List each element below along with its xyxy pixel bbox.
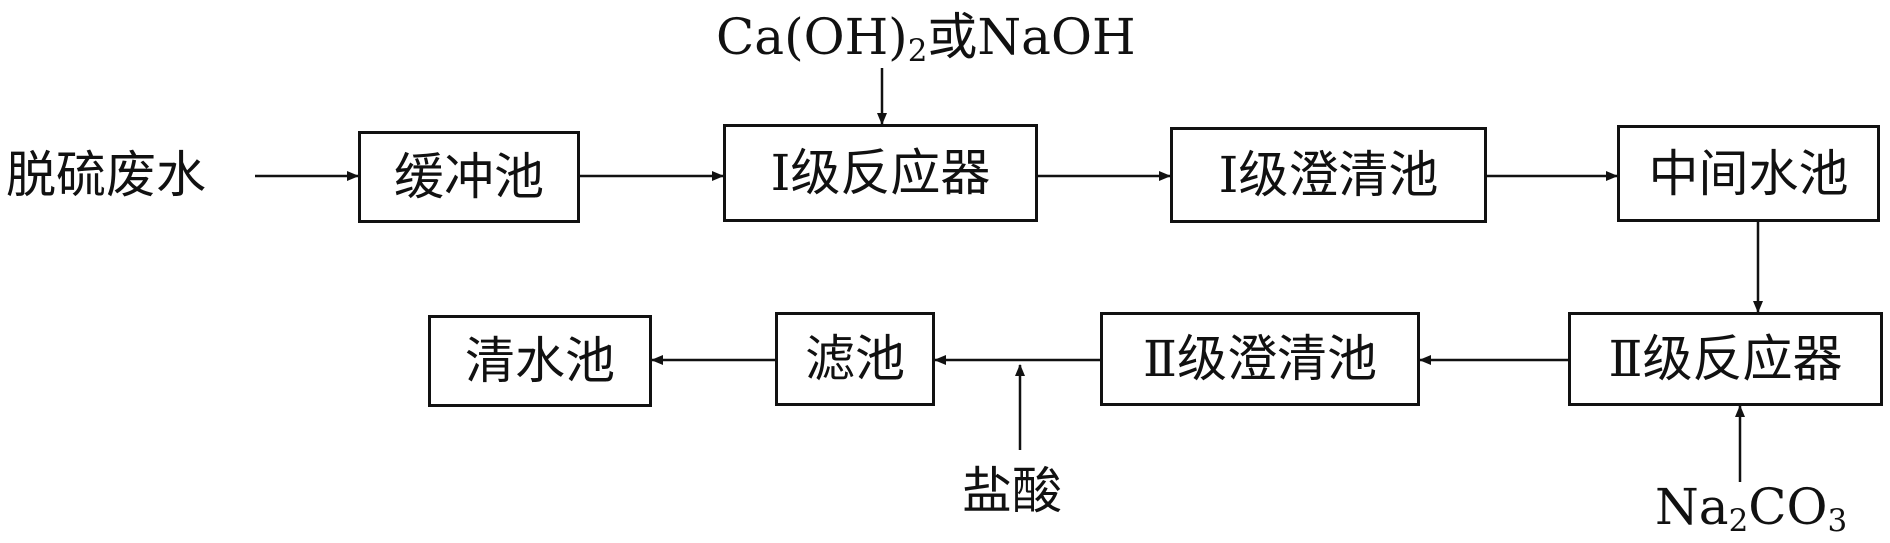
carbonate-prefix: Na — [1655, 478, 1729, 536]
box-middle-pool: 中间水池 — [1617, 125, 1880, 222]
buffer-pool-label: 缓冲池 — [394, 148, 544, 206]
reactor-2-label: Ⅱ级反应器 — [1608, 330, 1843, 388]
carbonate-subscript-1: 2 — [1728, 502, 1749, 539]
reagent-top-suffix: 或NaOH — [927, 8, 1136, 66]
wastewater-text: 脱硫废水 — [6, 146, 206, 204]
carbonate-mid: CO — [1748, 478, 1828, 536]
wastewater-label: 脱硫废水 — [6, 150, 206, 200]
hcl-text: 盐酸 — [962, 462, 1062, 520]
filter-pool-label: 滤池 — [805, 330, 905, 388]
box-clean-water-pool: 清水池 — [428, 315, 652, 407]
box-reactor-2: Ⅱ级反应器 — [1568, 312, 1883, 406]
reactor-1-label: Ⅰ级反应器 — [770, 144, 991, 202]
box-reactor-1: Ⅰ级反应器 — [723, 124, 1038, 222]
reagent-top-prefix: Ca(OH) — [716, 8, 908, 66]
middle-pool-label: 中间水池 — [1648, 144, 1849, 203]
clarifier-1-label: Ⅰ级澄清池 — [1218, 146, 1439, 204]
box-clarifier-2: Ⅱ级澄清池 — [1100, 312, 1420, 406]
hcl-label: 盐酸 — [962, 466, 1062, 516]
box-buffer-pool: 缓冲池 — [358, 131, 580, 223]
carbonate-label: Na2CO3 — [1655, 482, 1847, 536]
box-clarifier-1: Ⅰ级澄清池 — [1170, 127, 1487, 223]
box-filter-pool: 滤池 — [775, 312, 935, 406]
clean-water-pool-label: 清水池 — [465, 332, 615, 390]
carbonate-subscript-2: 3 — [1827, 502, 1848, 539]
clarifier-2-label: Ⅱ级澄清池 — [1143, 330, 1377, 388]
reagent-top-label: Ca(OH)2或NaOH — [716, 12, 1136, 66]
reagent-top-subscript: 2 — [907, 32, 928, 69]
